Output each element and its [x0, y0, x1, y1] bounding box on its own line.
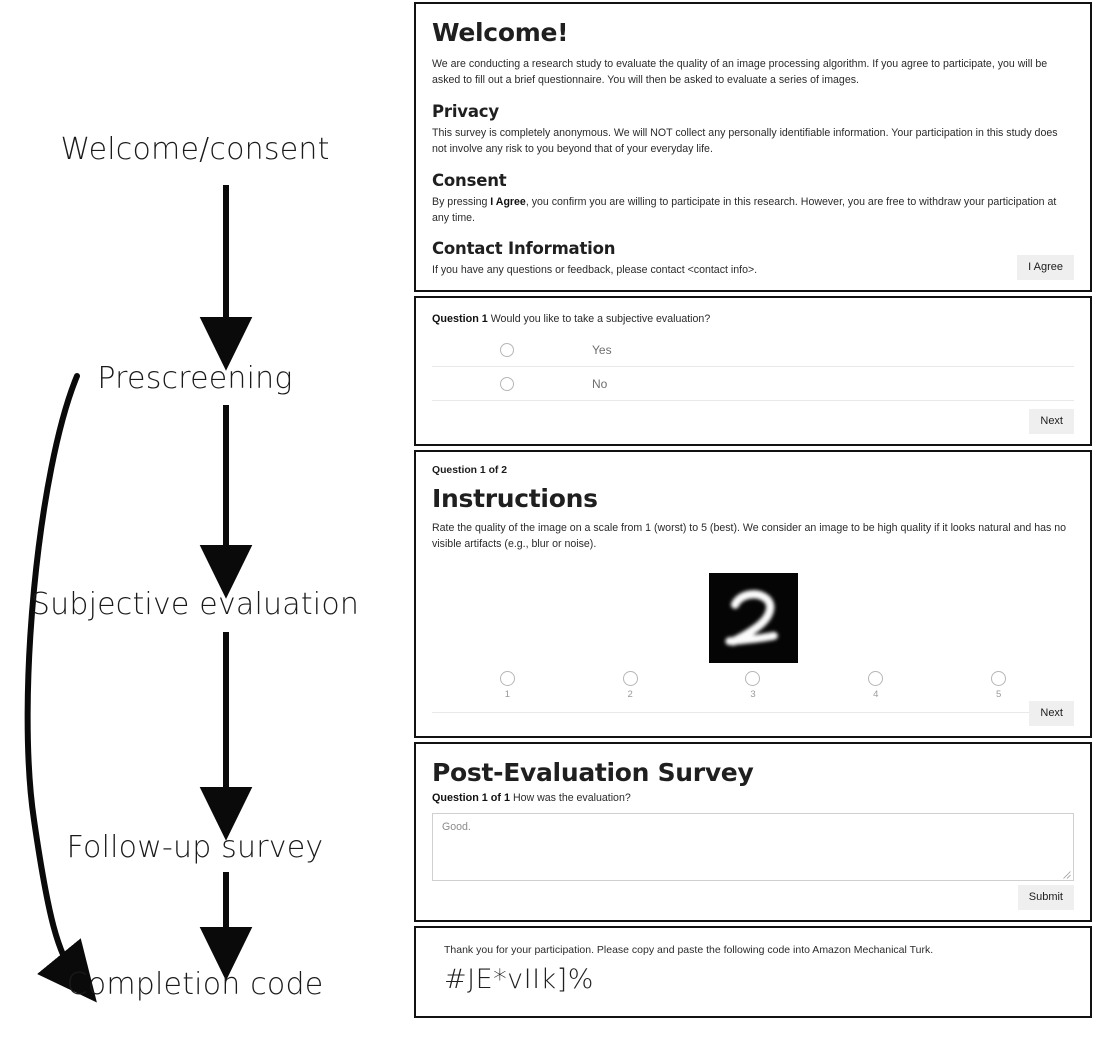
post-evaluation-survey-screen: Post-Evaluation Survey Question 1 of 1 H… — [414, 742, 1092, 922]
submit-button[interactable]: Submit — [1017, 885, 1074, 910]
radio-icon-no[interactable] — [500, 376, 514, 391]
rating-option-4[interactable]: 4 — [814, 670, 937, 700]
prescreening-actions: Next — [1029, 409, 1074, 434]
rating-option-3[interactable]: 3 — [692, 670, 815, 700]
flow-step-welcome-consent: Welcome/consent — [60, 132, 330, 167]
evaluation-progress: Question 1 of 2 — [432, 465, 508, 476]
subjective-evaluation-screen: Question 1 of 2 Instructions Rate the qu… — [414, 450, 1092, 738]
rating-scale: 1 2 3 4 5 — [432, 670, 1074, 700]
radio-icon-rating-5[interactable] — [991, 670, 1007, 686]
radio-icon-rating-1[interactable] — [499, 670, 515, 686]
resize-handle-icon[interactable] — [1062, 870, 1071, 879]
choice-row-yes[interactable]: Yes — [432, 333, 1074, 367]
choice-row-no[interactable]: No — [432, 367, 1074, 401]
radio-icon-rating-2[interactable] — [622, 670, 638, 686]
i-agree-button[interactable]: I Agree — [1017, 255, 1074, 280]
instructions-title: Instructions — [432, 484, 598, 513]
process-flowchart: Welcome/consent Prescreening Subjective … — [0, 0, 410, 1042]
consent-text-before: By pressing — [432, 195, 491, 208]
thank-you-text: Thank you for your participation. Please… — [444, 944, 934, 956]
consent-text: By pressing I Agree, you confirm you are… — [432, 194, 1074, 227]
rating-label-4: 4 — [873, 688, 879, 700]
rating-option-1[interactable]: 1 — [446, 670, 569, 700]
mnist-digit-two-image — [708, 572, 798, 663]
digit-glyph — [708, 573, 798, 663]
welcome-consent-screen: Welcome! We are conducting a research st… — [414, 2, 1092, 292]
prescreening-question-text: Would you like to take a subjective eval… — [490, 313, 711, 325]
rating-option-5[interactable]: 5 — [937, 670, 1060, 700]
welcome-actions: I Agree — [1017, 255, 1074, 280]
flow-step-prescreening: Prescreening — [97, 361, 293, 396]
post-survey-question-label: Question 1 of 1 — [432, 792, 510, 804]
privacy-text: This survey is completely anonymous. We … — [432, 126, 1058, 156]
rating-label-1: 1 — [504, 688, 511, 700]
next-button-prescreening[interactable]: Next — [1029, 409, 1074, 434]
rating-label-3: 3 — [750, 688, 756, 700]
prescreening-question-label: Question 1 — [432, 313, 488, 325]
feedback-textarea[interactable]: Good. — [432, 813, 1074, 881]
post-survey-question: Question 1 of 1 How was the evaluation? — [432, 792, 1074, 804]
privacy-heading: Privacy — [432, 101, 499, 121]
choice-label-no: No — [592, 376, 608, 391]
contact-information-text: If you have any questions or feedback, p… — [432, 264, 758, 277]
rating-label-5: 5 — [995, 688, 1002, 700]
feedback-placeholder: Good. — [442, 821, 471, 833]
radio-icon-yes[interactable] — [500, 342, 514, 357]
survey-screens-stack: Welcome! We are conducting a research st… — [414, 2, 1092, 1018]
flow-step-completion-code: Completion code — [66, 967, 324, 1002]
choice-label-yes: Yes — [592, 342, 612, 357]
prescreening-choice-list: Yes No — [432, 333, 1074, 401]
prescreening-screen: Question 1 Would you like to take a subj… — [414, 296, 1092, 446]
completion-code-value[interactable]: #JE*vIIk]% — [444, 964, 594, 995]
rating-option-2[interactable]: 2 — [569, 670, 692, 700]
post-survey-question-text: How was the evaluation? — [512, 792, 631, 804]
post-survey-actions: Submit — [1017, 885, 1074, 910]
consent-text-after: , you confirm you are willing to partici… — [432, 195, 1057, 225]
next-button-evaluation[interactable]: Next — [1029, 701, 1074, 726]
evaluation-actions: Next — [1029, 701, 1074, 726]
prescreening-question: Question 1 Would you like to take a subj… — [432, 313, 1074, 325]
instructions-text: Rate the quality of the image on a scale… — [432, 522, 1067, 551]
consent-heading: Consent — [432, 170, 507, 190]
page-title: Welcome! — [432, 18, 569, 47]
contact-information-heading: Contact Information — [432, 239, 616, 259]
welcome-intro-text: We are conducting a research study to ev… — [432, 58, 1048, 87]
flowchart-arrows — [24, 185, 253, 1003]
rating-label-2: 2 — [627, 688, 633, 700]
radio-icon-rating-4[interactable] — [868, 670, 884, 686]
post-survey-title: Post-Evaluation Survey — [432, 758, 754, 787]
radio-icon-rating-3[interactable] — [745, 670, 761, 686]
flow-step-follow-up-survey: Follow-up survey — [66, 830, 324, 865]
flow-step-subjective-evaluation: Subjective evaluation — [30, 587, 360, 622]
completion-code-screen: Thank you for your participation. Please… — [414, 926, 1092, 1018]
stimulus-container — [432, 572, 1074, 663]
divider — [432, 711, 1074, 713]
consent-emphasis: I Agree — [490, 195, 526, 208]
